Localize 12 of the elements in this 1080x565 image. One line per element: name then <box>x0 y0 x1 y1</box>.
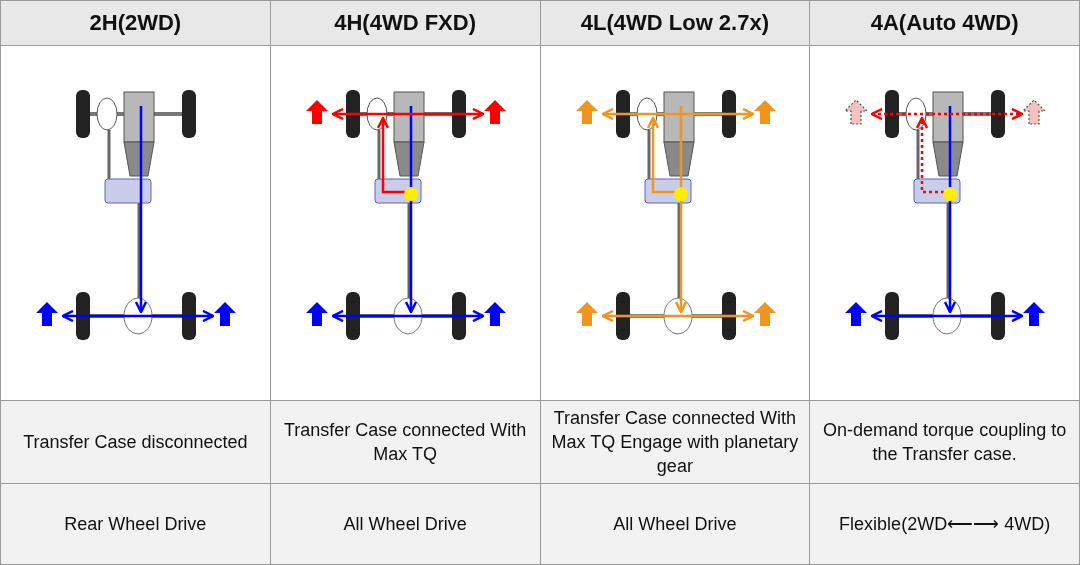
drive-type: All Wheel Drive <box>270 483 540 565</box>
mode-description: Transfer Case connected With Max TQ <box>270 400 540 484</box>
mode-description: On-demand torque coupling to the Transfer case. <box>809 400 1080 484</box>
column-header: 4L(4WD Low 2.7x) <box>540 0 810 46</box>
mode-description: Transfer Case connected With Max TQ Engage with planetary gear <box>540 400 810 484</box>
drive-type: All Wheel Drive <box>540 483 810 565</box>
drive-type: Flexible(2WD⟵⟶ 4WD) <box>809 483 1080 565</box>
mode-description: Transfer Case disconnected <box>0 400 271 484</box>
drive-type: Rear Wheel Drive <box>0 483 271 565</box>
column-header: 4H(4WD FXD) <box>270 0 540 46</box>
column-header: 2H(2WD) <box>0 0 271 46</box>
column-header: 4A(Auto 4WD) <box>809 0 1080 46</box>
